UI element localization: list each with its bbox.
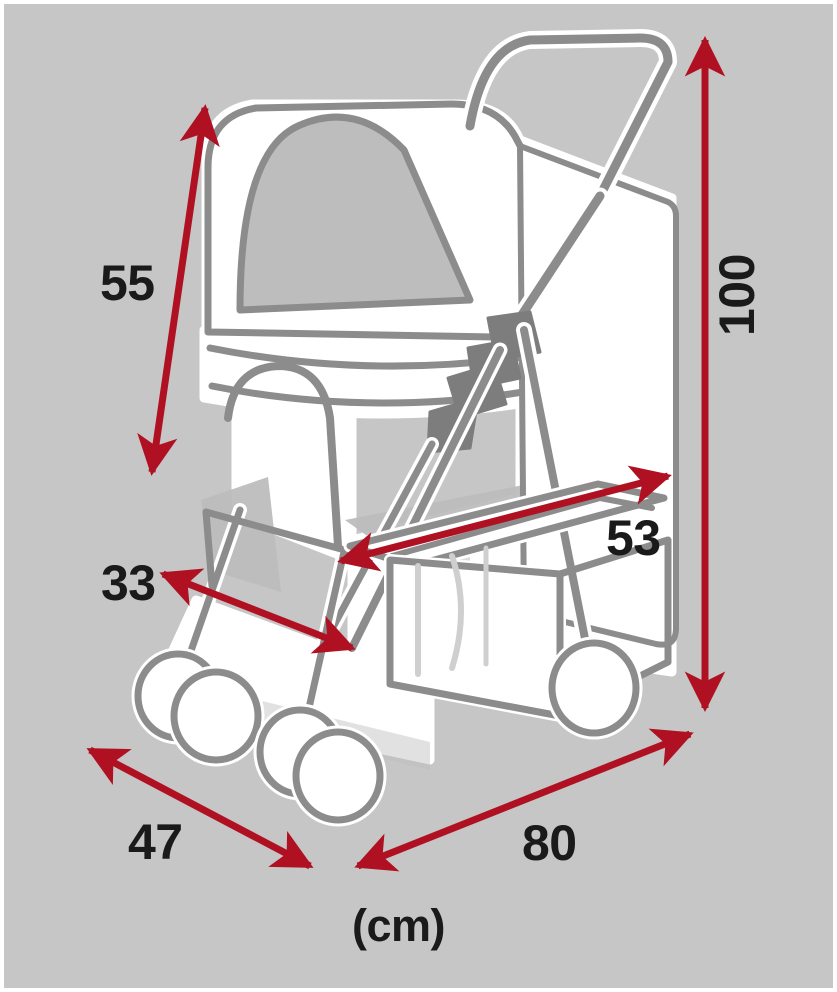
dimension-label-33: 33: [101, 555, 156, 611]
front-support-arch: [224, 361, 342, 550]
front-wheel-right: [167, 665, 265, 767]
dimension-label-47: 47: [128, 814, 183, 870]
dim-arrow-80: [354, 728, 694, 872]
canopy-hood: [204, 100, 562, 407]
dim-arrow-53: [337, 465, 672, 572]
stroller-body: [131, 29, 679, 827]
dimension-label-100: 100: [709, 254, 765, 336]
dimension-arrows: [86, 36, 726, 872]
dim-arrow-47: [86, 746, 314, 870]
mid-wheel-right: [289, 725, 387, 827]
dimension-label-80: 80: [522, 815, 577, 871]
dim-arrow-33: [159, 568, 356, 654]
rear-wheel: [545, 636, 643, 740]
push-handle-bar: [461, 29, 677, 339]
unit-label: (cm): [352, 900, 446, 951]
dimension-label-55: 55: [100, 255, 155, 311]
dimension-label-53: 53: [606, 510, 661, 566]
canopy-window-panel: [236, 113, 474, 314]
dim-arrow-55: [137, 104, 220, 476]
